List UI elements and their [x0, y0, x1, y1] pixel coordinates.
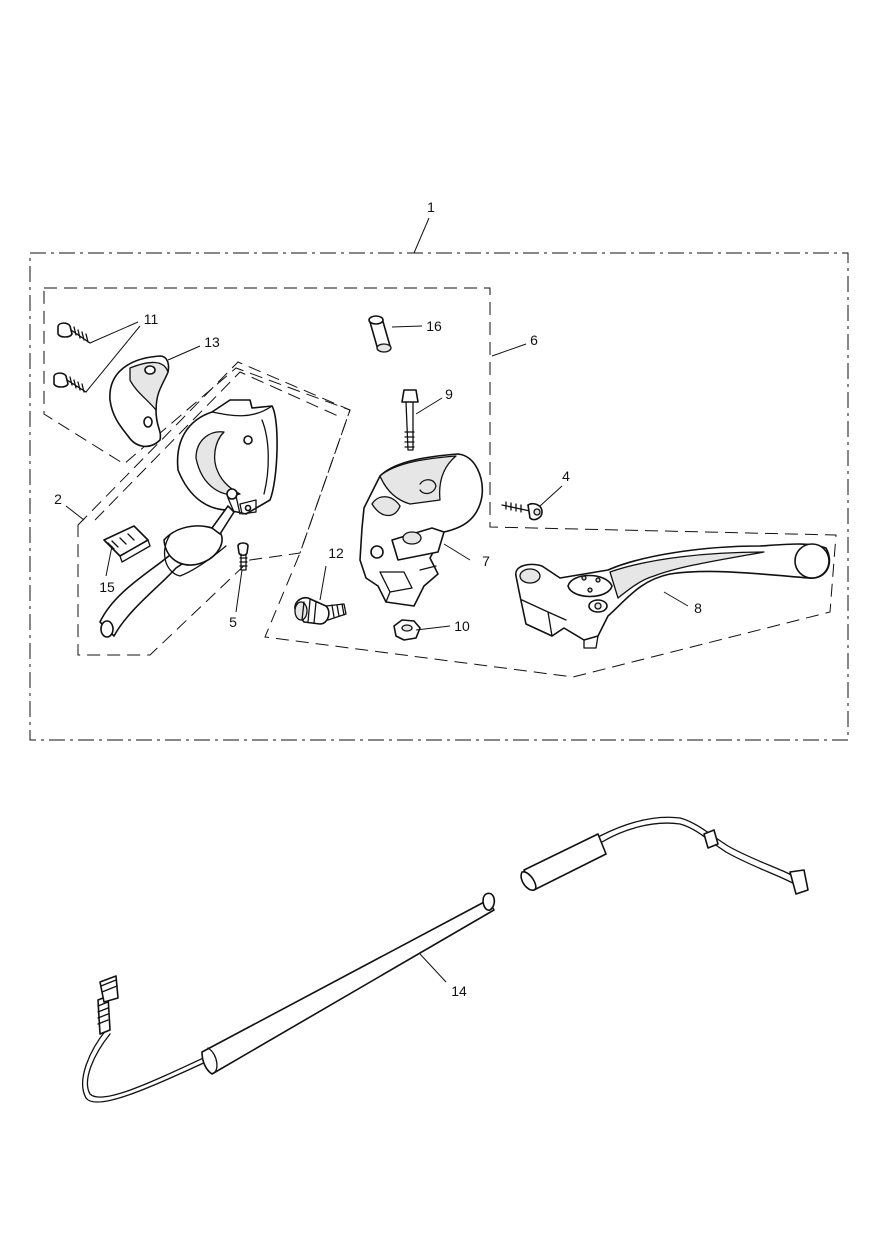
nut-10: [393, 619, 421, 641]
clamp-13: [109, 355, 170, 448]
leader-lines: [65, 217, 689, 983]
callout-9: 9: [445, 386, 453, 402]
brake-lever-8: [515, 543, 831, 649]
assembly-1-boundary: [29, 252, 849, 741]
assembly-2-boundary: [77, 361, 351, 656]
assembly-2-boundary-inner: [94, 371, 339, 521]
callout-15: 15: [99, 579, 115, 595]
assembly-6-boundary: [43, 287, 837, 678]
callout-7: 7: [482, 553, 490, 569]
adjuster-12: [294, 596, 347, 625]
callout-8: 8: [694, 600, 702, 616]
callout-2: 2: [54, 491, 62, 507]
screw-11-upper: [57, 322, 91, 344]
callout-1: 1: [427, 199, 435, 215]
callout-13: 13: [204, 334, 220, 350]
callout-6: 6: [530, 332, 538, 348]
callout-12: 12: [328, 545, 344, 561]
bushing-16: [368, 315, 392, 353]
master-cylinder-7: [359, 453, 484, 607]
callout-10: 10: [454, 618, 470, 634]
wiring-harness-2: [99, 488, 241, 638]
cable-14: [81, 816, 809, 1103]
callout-4: 4: [562, 468, 570, 484]
callout-16: 16: [426, 318, 442, 334]
callout-5: 5: [229, 614, 237, 630]
callout-14: 14: [451, 983, 467, 999]
pivot-bolt-9: [401, 389, 419, 451]
callout-11: 11: [144, 311, 159, 327]
screw-5: [237, 542, 249, 571]
connector-15: [103, 525, 151, 563]
screw-11-lower: [53, 372, 87, 393]
switch-housing-2: [176, 399, 278, 515]
screw-4: [501, 501, 543, 521]
